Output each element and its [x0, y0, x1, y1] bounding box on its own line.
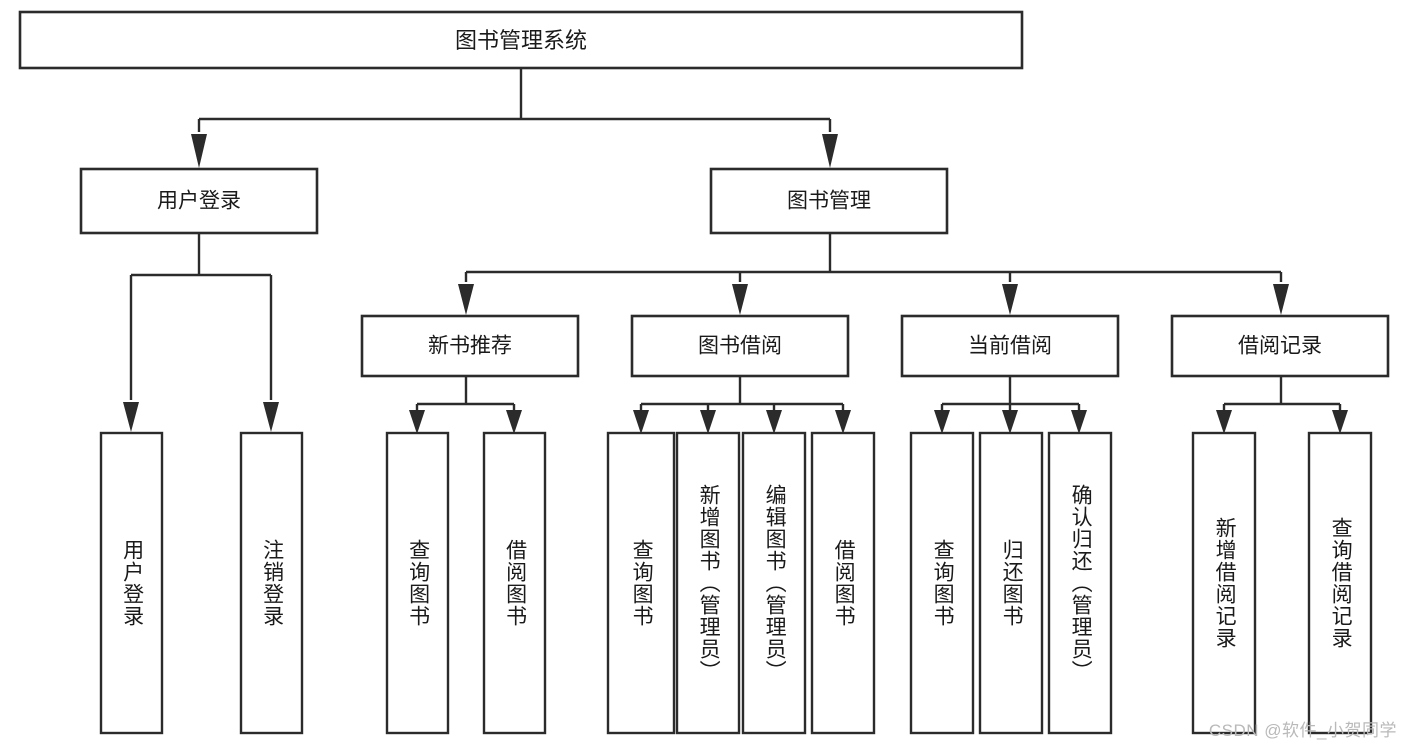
leaf-box-11[interactable]	[1191, 431, 1257, 735]
node-current-borrow-label: 当前借阅	[968, 335, 1052, 358]
leaf-box-4[interactable]	[606, 431, 676, 735]
leaf-box-8[interactable]	[909, 431, 975, 735]
arrowhead-bb-leaf-4	[835, 410, 851, 434]
arrowhead-br-leaf-2	[1332, 410, 1348, 434]
node-current-borrow-box[interactable]	[900, 314, 1120, 378]
node-box-group	[18, 10, 1390, 735]
arrowhead-user-login	[191, 134, 207, 168]
node-label-group: 图书管理系统 用户登录 图书管理 新书推荐 图书借阅 当前借阅 借阅记录	[157, 28, 1322, 358]
arrowhead-book-mgmt	[822, 134, 838, 168]
arrowhead-book-borrow	[732, 284, 748, 315]
node-user-login-label: 用户登录	[157, 190, 241, 213]
leaf-box-10[interactable]	[1047, 431, 1113, 735]
arrowhead-cb-leaf-3	[1071, 410, 1087, 434]
arrowhead-cb-leaf-2	[1002, 410, 1018, 434]
node-book-mgmt-label: 图书管理	[787, 190, 871, 213]
arrowhead-bb-leaf-3	[766, 410, 782, 434]
node-user-login-box[interactable]	[79, 167, 319, 235]
leaf-box-3[interactable]	[482, 431, 547, 735]
node-book-borrow-box[interactable]	[630, 314, 850, 378]
node-borrow-record-box[interactable]	[1170, 314, 1390, 378]
node-borrow-record-label: 借阅记录	[1238, 335, 1322, 358]
leaf-box-6[interactable]	[741, 431, 807, 735]
node-root-label: 图书管理系统	[455, 28, 587, 53]
arrowhead-bb-leaf-2	[700, 410, 716, 434]
leaf-box-9[interactable]	[978, 431, 1044, 735]
arrowhead-new-book-rec	[458, 284, 474, 315]
arrowhead-leaf-user-login	[123, 402, 139, 432]
node-book-borrow-label: 图书借阅	[698, 335, 782, 358]
arrowhead-cb-leaf-1	[934, 410, 950, 434]
leaf-box-7[interactable]	[810, 431, 876, 735]
node-root-box[interactable]	[18, 10, 1024, 70]
arrowhead-current-borrow	[1002, 284, 1018, 315]
arrowhead-borrow-record	[1273, 284, 1289, 315]
connector-group	[123, 68, 1348, 434]
node-new-book-rec-box[interactable]	[360, 314, 580, 378]
arrowhead-nbr-leaf-2	[506, 410, 522, 434]
arrowhead-br-leaf-1	[1216, 410, 1232, 434]
arrowhead-bb-leaf-1	[633, 410, 649, 434]
arrowhead-leaf-logout	[263, 402, 279, 432]
leaf-box-5[interactable]	[675, 431, 741, 735]
watermark-text: CSDN @软件_小贺同学	[1208, 721, 1397, 740]
leaf-box-12[interactable]	[1307, 431, 1373, 735]
leaf-box-1[interactable]	[239, 431, 304, 735]
arrowhead-nbr-leaf-1	[409, 410, 425, 434]
leaf-box-2[interactable]	[385, 431, 450, 735]
node-book-mgmt-box[interactable]	[709, 167, 949, 235]
leaf-box-0[interactable]	[99, 431, 164, 735]
node-new-book-rec-label: 新书推荐	[428, 335, 512, 358]
